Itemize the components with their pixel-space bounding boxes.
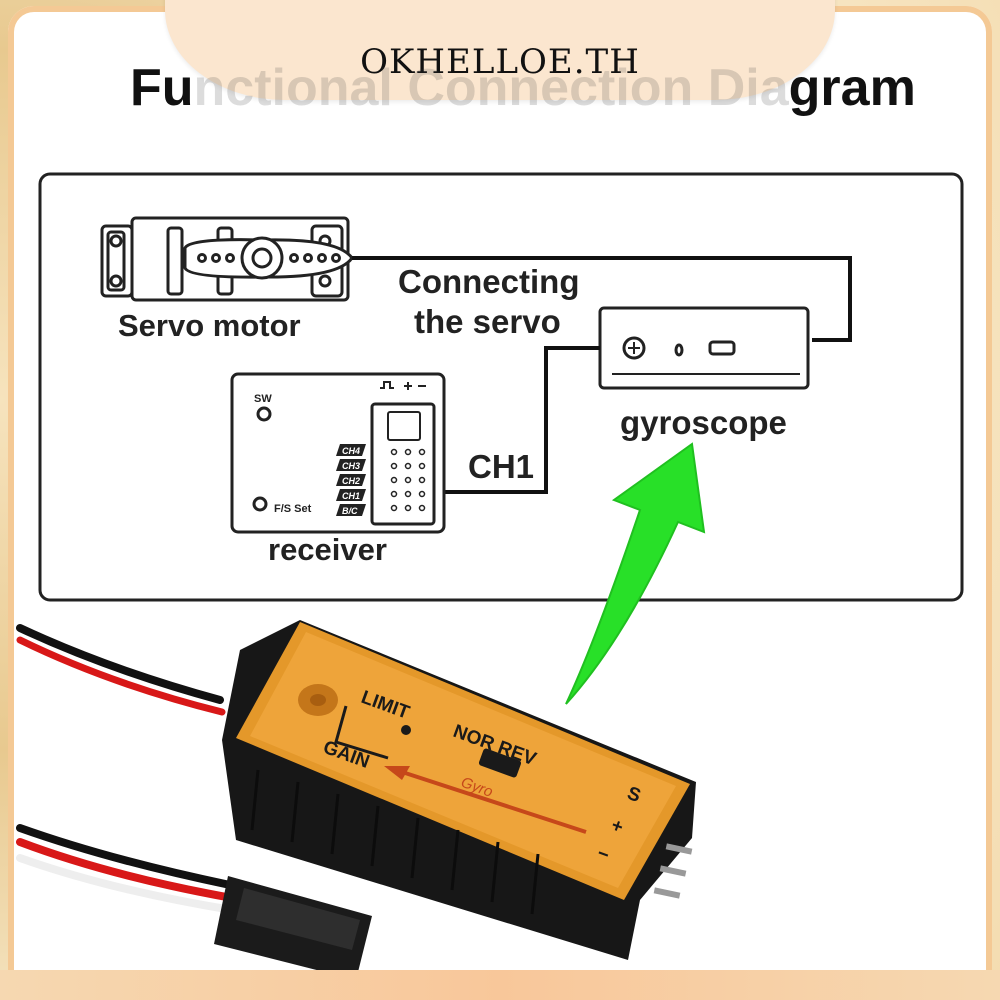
gyroscope-icon	[598, 306, 810, 390]
receiver-channel-labels: CH4 CH3 CH2 CH1 B/C	[336, 444, 366, 516]
brand-banner: OKHELLOE.TH	[165, 0, 835, 100]
servo-motor-icon	[100, 216, 354, 302]
ch-tag-bg	[336, 459, 366, 471]
device-wires	[16, 624, 236, 914]
bottom-band	[0, 970, 1000, 1000]
ch-tag-bg	[336, 444, 366, 456]
diagram-title: Functional Connection Diagram	[130, 58, 916, 118]
receiver-fs-label: F/S Set	[274, 503, 312, 515]
servo-plug	[214, 876, 372, 980]
receiver-label: receiver	[268, 532, 387, 567]
ch-tag-bg	[336, 504, 366, 516]
channel-label: CH1	[342, 491, 360, 501]
servo-wire	[352, 256, 852, 342]
channel-label: B/C	[342, 506, 358, 516]
ch-tag-bg	[336, 474, 366, 486]
ch1-label: CH1	[468, 448, 534, 485]
title-start: Fu	[130, 59, 194, 117]
title-hidden: nctional Connection Dia	[193, 59, 789, 117]
channel-label: CH2	[342, 476, 360, 486]
brand-name: OKHELLOE.TH	[360, 42, 640, 82]
connecting-label-2: the servo	[414, 303, 561, 340]
gyro-label: gyroscope	[620, 404, 787, 441]
connecting-label-1: Connecting	[398, 263, 579, 300]
ch1-wire	[430, 346, 600, 494]
channel-label: CH3	[342, 461, 360, 471]
servo-label: Servo motor	[118, 308, 301, 343]
ch-tag-bg	[336, 489, 366, 501]
gyro-module	[222, 620, 696, 960]
channel-label: CH4	[342, 446, 360, 456]
receiver-sw-label: SW	[254, 393, 272, 405]
title-end: gram	[788, 59, 916, 117]
green-arrow-icon	[565, 442, 706, 705]
